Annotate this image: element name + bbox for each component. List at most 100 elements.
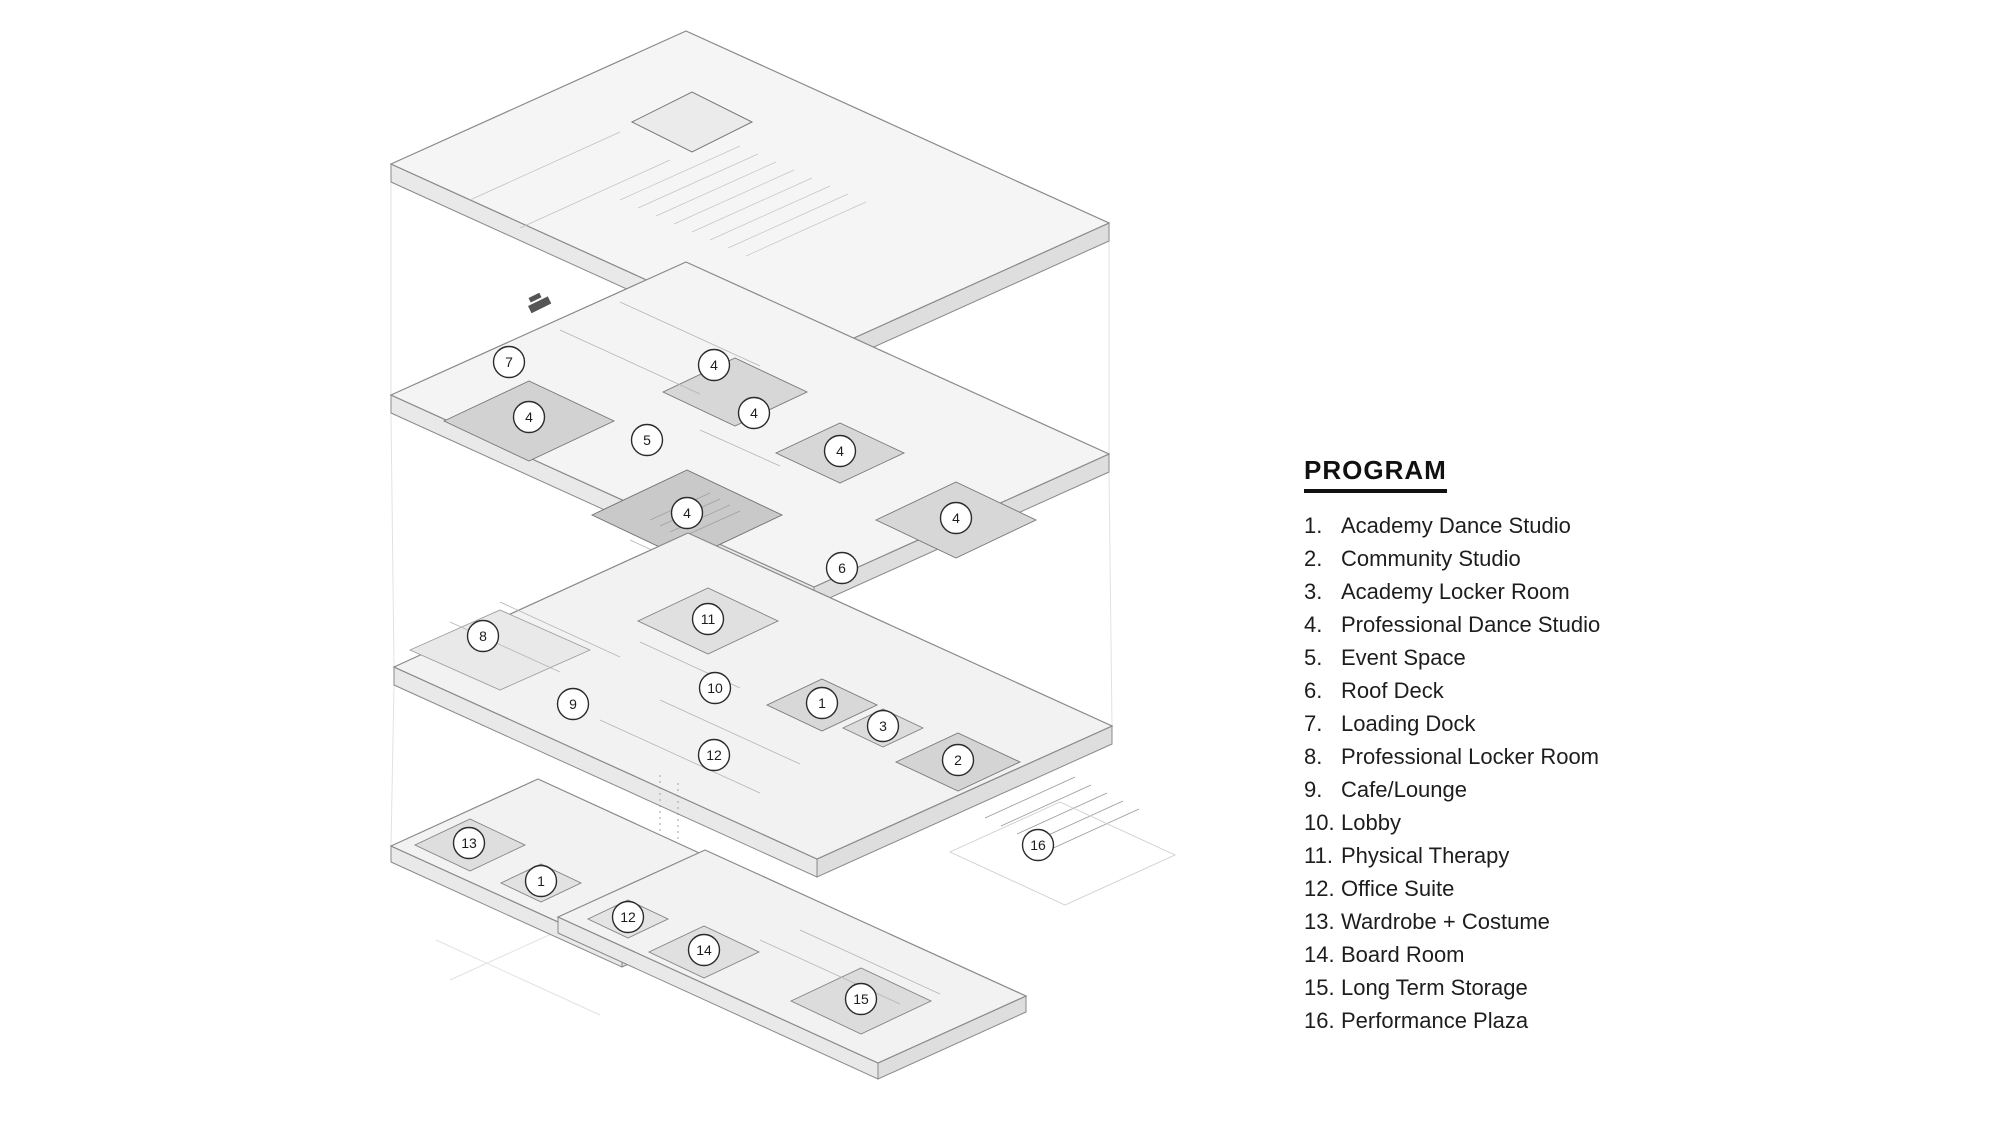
legend-item-number: 12. (1304, 876, 1335, 901)
legend-item-label: Cafe/Lounge (1341, 777, 1467, 802)
marker-2: 2 (941, 743, 975, 777)
marker-number: 4 (836, 443, 844, 459)
marker-circle (687, 933, 721, 967)
legend-item-label: Community Studio (1341, 546, 1521, 571)
marker-circle (691, 602, 725, 636)
locker-cafe-zone (409, 609, 591, 691)
legend-item-label: Physical Therapy (1341, 843, 1510, 868)
marker-4: 4 (737, 396, 771, 430)
marker-circle (697, 348, 731, 382)
marker-number: 12 (706, 747, 722, 763)
marker-1: 1 (805, 686, 839, 720)
marker-11: 11 (691, 602, 725, 636)
marker-8: 8 (466, 619, 500, 653)
marker-circle (698, 671, 732, 705)
marker-number: 13 (461, 835, 477, 851)
roof-edge-lines (469, 131, 671, 229)
marker-circle (452, 826, 486, 860)
marker-1: 1 (524, 864, 558, 898)
marker-circle (611, 900, 645, 934)
legend-item-label: Roof Deck (1341, 678, 1444, 703)
marker-circle (805, 686, 839, 720)
marker-number: 11 (701, 611, 716, 627)
legend-title: PROGRAM (1304, 455, 1447, 493)
legend-item-label: Academy Locker Room (1341, 579, 1570, 604)
marker-number: 4 (710, 357, 718, 373)
marker-circle (737, 396, 771, 430)
marker-circle (939, 501, 973, 535)
legend-item-number: 14. (1304, 942, 1335, 967)
marker-circle (823, 434, 857, 468)
legend-item-number: 13. (1304, 909, 1335, 934)
legend-item-13: 13.Wardrobe + Costume (1304, 905, 1600, 938)
marker-16: 16 (1021, 828, 1055, 862)
marker-12: 12 (611, 900, 645, 934)
marker-7: 7 (492, 345, 526, 379)
marker-circle (524, 864, 558, 898)
marker-number: 4 (750, 405, 758, 421)
legend-item-label: Wardrobe + Costume (1341, 909, 1550, 934)
marker-4: 4 (697, 348, 731, 382)
legend-item-8: 8.Professional Locker Room (1304, 740, 1600, 773)
marker-circle (844, 982, 878, 1016)
legend-list: 1. Academy Dance Studio 2.Community Studio… (1304, 509, 1600, 1037)
marker-circle (670, 496, 704, 530)
ground-level-plate (392, 532, 1114, 878)
marker-13: 13 (452, 826, 486, 860)
marker-5: 5 (630, 423, 664, 457)
legend-item-label: Academy Dance Studio (1341, 513, 1571, 538)
marker-number: 3 (879, 718, 887, 734)
legend-item-number: 16. (1304, 1008, 1335, 1033)
legend-item-number: 6. (1304, 678, 1323, 703)
marker-4: 4 (512, 400, 546, 434)
legend-item-number: 8. (1304, 744, 1323, 769)
legend-item-6: 6. Roof Deck (1304, 674, 1600, 707)
marker-number: 5 (643, 432, 651, 448)
loading-dock-detail (528, 292, 552, 314)
marker-number: 15 (853, 991, 869, 1007)
marker-12: 12 (697, 738, 731, 772)
marker-circle (492, 345, 526, 379)
legend-item-2: 2.Community Studio (1304, 542, 1600, 575)
marker-number: 10 (707, 680, 723, 696)
program-legend: PROGRAM 1. Academy Dance Studio 2.Communit… (1304, 455, 1600, 1037)
marker-number: 4 (952, 510, 960, 526)
legend-item-14: 14.Board Room (1304, 938, 1600, 971)
marker-circle (941, 743, 975, 777)
legend-item-number: 7. (1304, 711, 1323, 736)
legend-item-number: 11. (1304, 843, 1333, 868)
legend-item-number: 10. (1304, 810, 1335, 835)
marker-number: 14 (696, 942, 712, 958)
marker-circle (556, 687, 590, 721)
marker-number: 2 (954, 752, 962, 768)
marker-15: 15 (844, 982, 878, 1016)
marker-circle (825, 551, 859, 585)
marker-number: 16 (1030, 837, 1046, 853)
marker-number: 9 (569, 696, 577, 712)
legend-item-label: Office Suite (1341, 876, 1455, 901)
legend-item-7: 7.Loading Dock (1304, 707, 1600, 740)
marker-number: 1 (537, 873, 545, 889)
marker-circle (466, 619, 500, 653)
marker-circle (697, 738, 731, 772)
legend-item-number: 1. (1304, 513, 1323, 538)
legend-item-3: 3.Academy Locker Room (1304, 575, 1600, 608)
marker-number: 12 (620, 909, 636, 925)
marker-number: 1 (818, 695, 826, 711)
marker-4: 4 (939, 501, 973, 535)
marker-circle (1021, 828, 1055, 862)
marker-number: 4 (525, 409, 533, 425)
marker-number: 8 (479, 628, 487, 644)
legend-item-number: 5. (1304, 645, 1323, 670)
marker-4: 4 (670, 496, 704, 530)
legend-item-10: 10.Lobby (1304, 806, 1600, 839)
legend-item-number: 15. (1304, 975, 1335, 1000)
legend-item-5: 5.Event Space (1304, 641, 1600, 674)
marker-circle (866, 709, 900, 743)
marker-number: 7 (505, 354, 513, 370)
roof-courtyard (630, 91, 754, 153)
legend-item-label: Long Term Storage (1341, 975, 1528, 1000)
legend-item-11: 11. Physical Therapy (1304, 839, 1600, 872)
legend-item-label: Lobby (1341, 810, 1401, 835)
